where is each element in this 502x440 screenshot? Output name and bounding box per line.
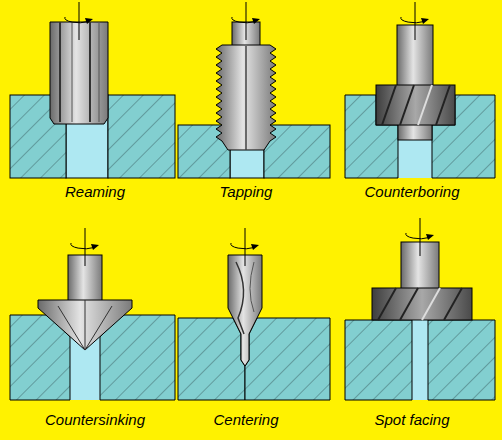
tapping-illustration-part [232,2,260,40]
operation-caption: Counterboring [364,183,459,200]
spot-facing-illustration-part [422,288,440,320]
spot-facing-illustration-part [412,320,428,400]
reaming-illustration-part [59,22,61,122]
reaming-illustration-part [108,95,175,178]
tapping-illustration-part [264,125,330,178]
counterboring-illustration-part [418,85,432,125]
tapping-illustration [178,2,330,178]
spot-facing-illustration-part [444,288,462,320]
spot-facing-illustration-part [406,218,434,256]
counterboring-illustration-part [398,125,432,178]
countersinking-illustration-part [85,300,86,350]
tapping-illustration-part [245,46,247,150]
counterboring-illustration-part [436,85,450,125]
centering-illustration-part [236,262,244,334]
countersinking-illustration-part [85,306,112,350]
spot-facing-illustration-part [345,320,412,400]
tapping-illustration-part [216,45,276,150]
countersinking-illustration-part [100,315,175,400]
reaming-illustration-part [99,22,100,122]
centering-illustration-part [231,228,259,266]
countersinking-illustration-part [58,306,85,350]
spot-facing-illustration-part [428,320,495,400]
counterboring-illustration-part [376,85,455,125]
centering-illustration [178,228,330,400]
counterboring-illustration [345,2,495,178]
spot-facing-illustration [345,218,495,400]
operation-caption: Reaming [65,183,125,200]
centering-illustration-part [250,262,254,312]
counterboring-illustration-part [382,85,396,125]
countersinking-illustration-part [71,228,99,266]
spot-facing-illustration-part [372,288,472,320]
reaming-illustration [10,2,175,178]
counterboring-illustration-part [400,85,414,125]
reaming-illustration-part [89,22,91,122]
counterboring-illustration-part [401,2,429,40]
countersinking-illustration-part [38,300,132,350]
operation-caption: Centering [213,411,278,428]
spot-facing-illustration-part [400,288,418,320]
centering-illustration-part [178,318,245,400]
operation-caption: Countersinking [45,411,145,428]
operation-caption: Tapping [220,183,273,200]
spot-facing-illustration-part [378,288,396,320]
countersinking-illustration [10,228,175,400]
reaming-illustration-part [72,22,73,122]
reaming-illustration-part [65,2,93,40]
counterboring-illustration-part [398,124,432,140]
centering-illustration-part [228,255,262,366]
centering-illustration-part [245,318,330,400]
operation-caption: Spot facing [374,411,449,428]
